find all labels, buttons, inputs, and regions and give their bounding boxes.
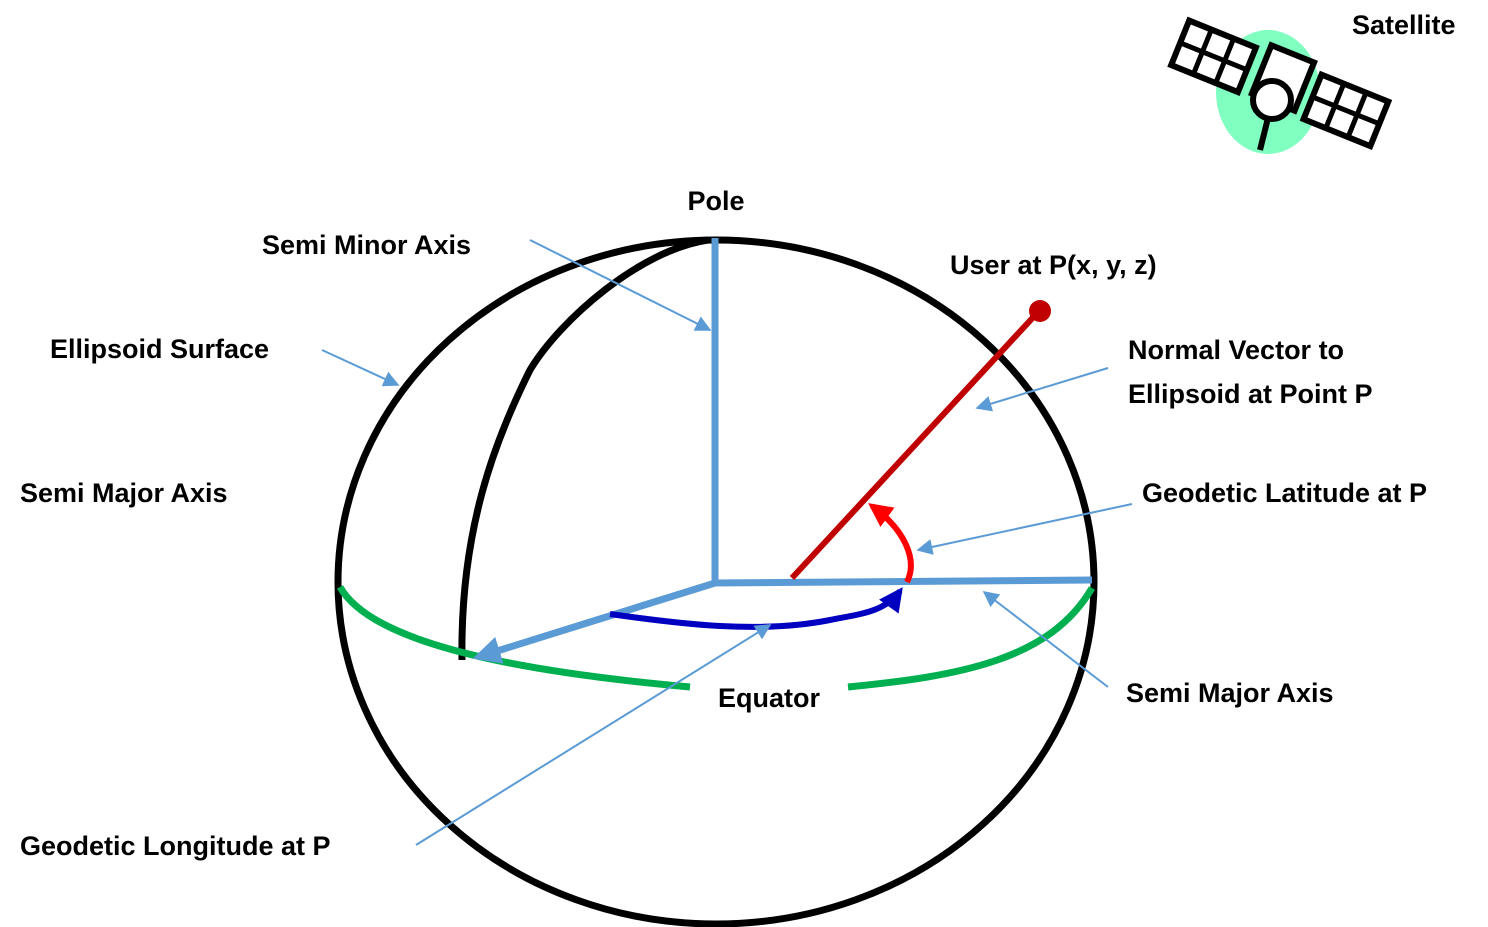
leader-ellipsoid-surface	[321, 349, 400, 387]
geodetic-latitude-label: Geodetic Latitude at P	[1142, 478, 1427, 508]
semi-major-axis-line-front	[472, 579, 717, 664]
leader-semi-minor-axis	[529, 239, 712, 331]
geodetic-longitude-arc	[609, 587, 903, 630]
semi-major-axis-line-right	[711, 576, 1093, 587]
leader-normal-vector	[975, 367, 1109, 412]
ellipsoid-surface-label: Ellipsoid Surface	[50, 334, 269, 364]
pole-label: Pole	[687, 186, 744, 216]
meridian-line	[458, 236, 709, 661]
leader-semi-major-axis-right	[982, 591, 1109, 688]
leader-geodetic-latitude	[916, 503, 1133, 555]
satellite-label: Satellite	[1352, 10, 1456, 40]
normal-vector-line	[789, 309, 1041, 581]
semi-minor-axis-label: Semi Minor Axis	[262, 230, 471, 260]
semi-major-axis-label-left: Semi Major Axis	[20, 478, 228, 508]
normal-vector-label-line1: Normal Vector to	[1128, 335, 1344, 365]
geodetic-latitude-arc	[868, 503, 914, 584]
user-point-p	[1029, 300, 1051, 322]
geodetic-longitude-label: Geodetic Longitude at P	[20, 831, 331, 861]
equator-arc-right	[847, 586, 1096, 691]
equator-label: Equator	[718, 683, 820, 713]
satellite-icon	[1167, 16, 1393, 154]
equator-arc-left	[336, 585, 691, 691]
leader-geodetic-longitude	[415, 624, 772, 846]
semi-major-axis-label-right: Semi Major Axis	[1126, 678, 1334, 708]
normal-vector-label-line2: Ellipsoid at Point P	[1128, 379, 1373, 409]
user-at-p-label: User at P(x, y, z)	[950, 250, 1157, 280]
